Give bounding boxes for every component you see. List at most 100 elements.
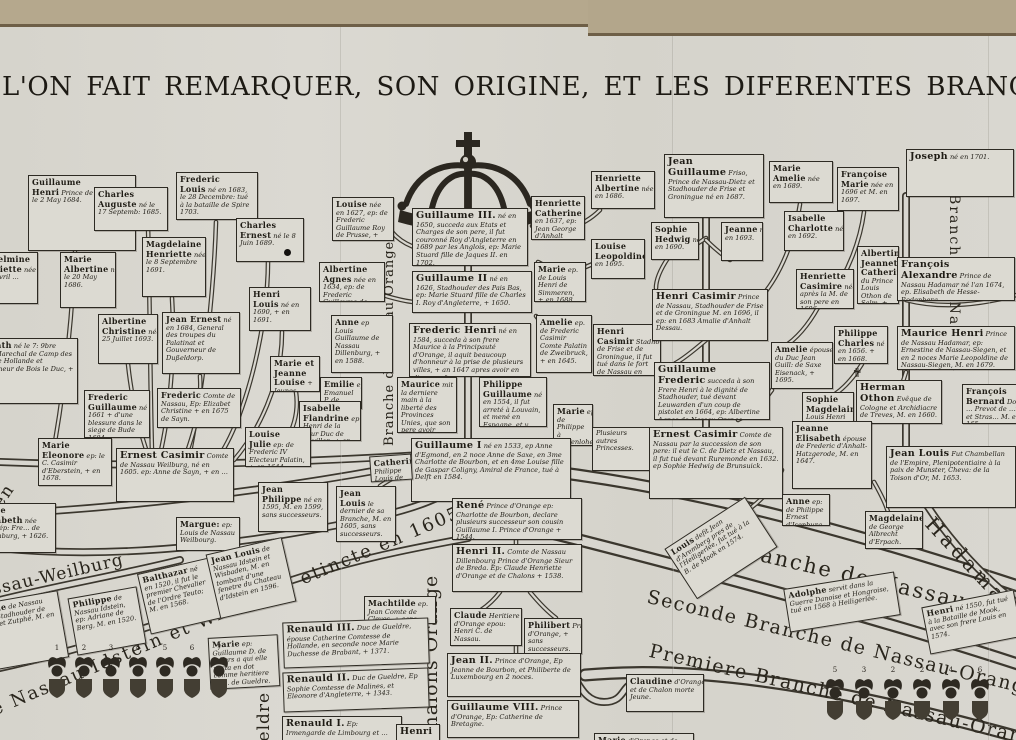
person-note: née en 1690. (655, 235, 698, 252)
person-name: Isabelle Flandrine (303, 403, 350, 423)
person-note: Fut Chambellan de l'Empire, Plenipotenti… (890, 450, 1005, 482)
person-box-marie-jeanne: Marie et Jeanne Louise+ Jeunes (270, 356, 320, 392)
person-note: né en 1684, General des troupes du Palat… (166, 316, 232, 362)
person-box-sophie-hedwig: Sophie Hedwignée en 1690. (651, 222, 699, 260)
person-note: né 1661 + d'une blessure dans le siege d… (88, 403, 148, 438)
crest-icon: 2 (882, 666, 904, 722)
person-name: Marie (598, 735, 626, 740)
person-note: Comte de Nassau Dillenbourg Prince d'Ora… (456, 548, 573, 580)
person-name: Jean II. (451, 655, 493, 666)
person-box-renauld-i: Renauld I.Ep: Irmengarde de Limbourg et … (282, 716, 402, 740)
person-note: Prince de Nassau Hadamar, ep: Ernestine … (901, 330, 1009, 370)
person-name: Guillaume II (416, 273, 488, 284)
person-note: née après la M. de son pere en 1696. (800, 282, 853, 308)
person-note: née en 1637, ep: Jean George d'Anhalt De… (535, 217, 577, 240)
person-name: Louise Julie (249, 429, 281, 449)
crest-number: 4 (135, 644, 141, 652)
person-name: Henri Casimir (597, 326, 634, 346)
person-name: Charles Ernest (240, 220, 277, 240)
crest-icon: 3 (100, 644, 122, 700)
person-name: Joseph (910, 151, 948, 162)
person-box-albertine-christine: Albertine Christinenée 25 Juillet 1693. (98, 314, 158, 364)
crest-number: 6 (189, 644, 195, 652)
person-note: succeda à son Frere Henri à le dignité d… (658, 376, 760, 420)
crest-icon: 1 (46, 644, 68, 700)
person-note: née 25 Juillet 1693. (102, 327, 157, 344)
chart-title: L'ON FAIT REMARQUER, SON ORIGINE, ET LES… (2, 72, 1016, 102)
person-note: née en 1689. (773, 174, 820, 191)
person-note: né en 1626, Stadhouder des Pais Bas, ep:… (416, 275, 526, 307)
person-box-albertine-jeannette-catherine: Albertine Jeannette Catherineep du Princ… (857, 246, 899, 304)
person-note: né en 1554, il fut arreté à Louvain, et … (483, 390, 543, 427)
crest-icon: 2 (73, 644, 95, 700)
person-name: Jean Guillaume (668, 156, 727, 178)
person-note: ep: de Philippe Ernest d'Isenburg. (786, 498, 825, 526)
person-box-henri-petit: Henri (396, 724, 440, 740)
person-name: Guillaume Henri (32, 177, 82, 197)
person-box-marguerite: Margue:ep: Louis de Nassau Weilbourg. (176, 517, 240, 551)
crest-icon: 6 (181, 644, 203, 700)
person-note: d'Orange et de Chalons … (598, 737, 678, 740)
person-name: Guillaume Frederic (658, 364, 717, 386)
person-box-magdelaine-erpach: Magdelaineep: de George Albrecht d'Erpac… (865, 511, 923, 549)
person-note: née en 1695. (595, 260, 625, 269)
person-name: François Bernard (966, 386, 1007, 406)
person-note: de Nassau Idstein, Stadhouder de Gueldre… (0, 596, 55, 633)
person-box-henriette-catherine: Henriette Catherinenée en 1637, ep: Jean… (531, 196, 585, 240)
person-name: Isabelle Charlotte (788, 213, 834, 233)
person-name: Marie Eleonore (42, 440, 85, 460)
person-note: Heritiere d'Orange epou: Henri C. de Nas… (454, 612, 520, 643)
person-name: Margue: (180, 519, 220, 529)
paper-crease (988, 24, 990, 740)
person-note: Comte de Nassau, Ep: Elizabet Christine … (161, 392, 236, 423)
person-box-henri-casimir-frise: Henri CasimirStadhouder de Frise et de G… (593, 324, 661, 376)
person-note: ep. de Louis Henri de Simmeren, + en 168… (538, 266, 579, 302)
person-note: né en 1701. (949, 153, 990, 161)
person-note: né en 1595, M. en 1599, sans successeurs… (262, 495, 324, 519)
person-note: ep: de Frederic IV Electeur Palatin, + e… (249, 440, 305, 466)
person-note: épouse de Frederic d'Anhalt-Hatzgerode, … (796, 434, 868, 466)
person-note: né le 17 Septemb: 1685. (98, 200, 162, 217)
person-box-sophie-magdelaine: Sophie Magdelaineep. Louis Henri de Nass… (802, 392, 854, 423)
person-name: Frederic (161, 390, 202, 400)
person-name: Jeanne Elisabeth (796, 423, 841, 443)
person-note: ep: Louis de Nassau Weilbourg. (180, 521, 236, 545)
person-note: Comte de Nassau Weilburg, né en 1605. ep… (120, 452, 229, 477)
crest-icon: 6 (969, 666, 991, 722)
person-note: né en 1533, ep Anne d'Egmond, en 2 noce … (415, 442, 564, 482)
person-box-jeanne: Jeannenée en 1693. (721, 222, 763, 261)
crest-icon: 2 (911, 666, 933, 722)
person-name: Emilie (324, 379, 355, 389)
person-box-jean-ii-orange: Jean II.Prince d'Orange, Ep Jeanne de Bo… (447, 653, 581, 697)
coat-of-arms-row-left: 1 2 3 4 5 6 7 (46, 644, 230, 700)
person-name: Philippe Guillaume (483, 379, 533, 399)
person-note: née 1602, ép: Fre… de Hartenburg, + 1626… (0, 516, 49, 540)
crest-number: 5 (832, 666, 838, 674)
person-note: ep du Prince Louis Othon de Salm, + en 1… (861, 276, 894, 304)
person-box-guillaume-iii: Guillaume III.né en 1650, succeda aux Et… (412, 208, 528, 266)
person-name: François Alexandre (901, 259, 958, 281)
crest-number: 3 (861, 666, 867, 674)
person-name: Philippe Charles (838, 328, 878, 348)
crest-number: 4 (948, 666, 954, 674)
person-note: ep. de Frederic Casimir Comte Palatin de… (540, 319, 588, 365)
person-name: Claude (454, 610, 487, 620)
person-name: Philibert (528, 620, 571, 630)
